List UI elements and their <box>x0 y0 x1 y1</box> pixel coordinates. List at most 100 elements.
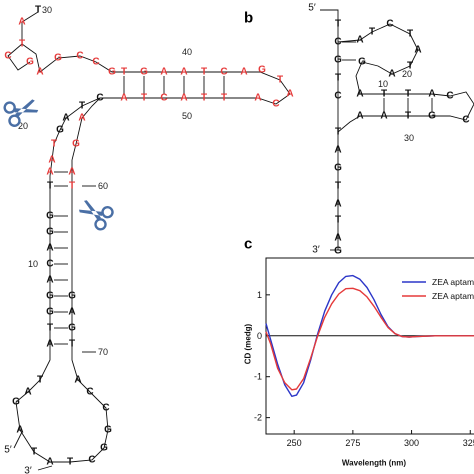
nucleotide: A <box>180 67 187 78</box>
nucleotide: T <box>221 93 227 104</box>
nucleotide: A <box>78 113 85 124</box>
nucleotide: C <box>334 37 341 48</box>
nucleotide: G <box>56 125 64 136</box>
nucleotide: T <box>37 375 43 386</box>
y-tick-label: -2 <box>254 413 262 423</box>
nucleotide: A <box>36 67 43 78</box>
nucleotide: A <box>68 307 75 318</box>
nucleotide: A <box>414 45 421 56</box>
y-tick-label: -1 <box>254 372 262 382</box>
nucleotide: A <box>356 111 363 122</box>
nucleotide: T <box>381 89 387 100</box>
nucleotide: T <box>335 19 341 30</box>
panel-a-structure: T A T C G A G C C G T G A A T C A G T A … <box>3 5 294 474</box>
nucleotide: C <box>102 403 109 414</box>
nucleotide: T <box>47 181 53 192</box>
y-axis-label: CD (medg) <box>244 323 253 364</box>
plot-frame <box>265 257 474 435</box>
nucleotide: C <box>272 99 279 110</box>
nucleotide: A <box>180 93 187 104</box>
y-tick-label: 0 <box>257 331 262 341</box>
nucleotide: T <box>335 181 341 192</box>
nucleotide: G <box>68 323 76 334</box>
panel-a-backbone <box>7 11 291 471</box>
nucleotide: G <box>100 443 108 454</box>
nucleotide: T <box>201 67 207 78</box>
nucleotide: C <box>92 57 99 68</box>
nucleotide: C <box>386 19 393 30</box>
nucleotide: G <box>334 246 342 257</box>
nucleotide: G <box>26 57 34 68</box>
nucleotide: A <box>356 89 363 100</box>
nucleotide: A <box>16 425 23 436</box>
nucleotide: C <box>446 91 453 102</box>
nucleotide: T <box>19 39 25 50</box>
nucleotide: A <box>46 243 53 254</box>
series-line <box>265 287 474 391</box>
nucleotide: A <box>428 89 435 100</box>
nucleotide: A <box>388 69 395 80</box>
panel-b-nucleotides: T C G T A T C T A T A G C A T T A C C G … <box>334 19 470 257</box>
series-lines <box>265 274 474 397</box>
nucleotide: A <box>18 17 25 28</box>
y-axis-ticks: 1 0 -1 -2 <box>254 290 270 423</box>
nucleotide: G <box>104 425 112 436</box>
x-tick-label: 275 <box>345 438 360 448</box>
five-prime-label: 5′ <box>4 445 12 456</box>
nucleotide: T <box>51 139 57 150</box>
nucleotide: T <box>47 323 53 334</box>
nucleotide: G <box>358 57 366 68</box>
three-prime-label: 3′ <box>24 466 32 474</box>
x-axis-label: Wavelength (nm) <box>342 459 406 468</box>
nucleotide: A <box>334 233 341 244</box>
nucleotide: A <box>48 155 55 166</box>
nucleotide: G <box>12 397 20 408</box>
nucleotide: T <box>335 73 341 84</box>
nucleotide: A <box>62 113 69 124</box>
position-number: 30 <box>42 5 52 15</box>
nucleotide: A <box>380 111 387 122</box>
nucleotide: T <box>407 29 413 40</box>
x-tick-label: 325 <box>463 438 474 448</box>
position-number: 10 <box>378 79 388 89</box>
nucleotide: T <box>79 101 85 112</box>
nucleotide: G <box>68 291 76 302</box>
nucleotide: C <box>220 67 227 78</box>
nucleotide: C <box>4 51 11 62</box>
nucleotide: G <box>46 211 54 222</box>
nucleotide: T <box>405 89 411 100</box>
nucleotide: G <box>140 67 148 78</box>
nucleotide: C <box>334 91 341 102</box>
panel-c-label: c <box>244 236 252 253</box>
position-number: 30 <box>404 133 414 143</box>
nucleotide: T <box>407 61 413 72</box>
position-number: 50 <box>182 111 192 121</box>
nucleotide: A <box>46 167 53 178</box>
x-axis-ticks: 250275300325 <box>287 430 474 448</box>
nucleotide: T <box>335 215 341 226</box>
nucleotide: G <box>108 67 116 78</box>
nucleotide: G <box>334 163 342 174</box>
nucleotide: T <box>67 457 73 468</box>
nucleotide: T <box>201 93 207 104</box>
cd-spectrum-chart: 250275300325 1 0 -1 -2 CD (medg) Wavelength… <box>244 257 474 468</box>
scissors-icon <box>79 200 114 231</box>
legend-label: ZEA aptam <box>432 277 474 287</box>
nucleotide: C <box>96 93 103 104</box>
nucleotide: T <box>31 447 37 458</box>
nucleotide: A <box>160 67 167 78</box>
position-number: 20 <box>402 69 412 79</box>
position-number: 70 <box>98 347 108 357</box>
legend-label: ZEA aptam <box>432 291 474 301</box>
position-number: 10 <box>28 259 38 269</box>
five-prime-label: 5′ <box>308 3 316 14</box>
nucleotide: A <box>46 275 53 286</box>
nucleotide: A <box>68 167 75 178</box>
nucleotide: A <box>46 339 53 350</box>
y-tick-label: 1 <box>257 290 262 300</box>
nucleotide: G <box>334 55 342 66</box>
nucleotide: T <box>121 67 127 78</box>
panel-b-structure: T C G T A T C T A T A G C A T T A C C G … <box>308 3 474 257</box>
nucleotide: C <box>462 115 469 126</box>
nucleotide: G <box>46 227 54 238</box>
